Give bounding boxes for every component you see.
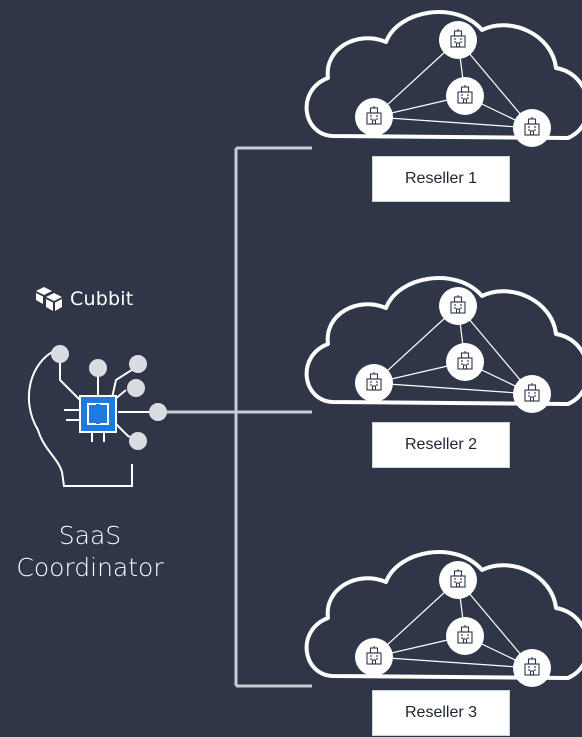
reseller-label-2: Reseller 2 xyxy=(372,422,510,468)
connector-lines xyxy=(165,146,312,688)
cubbit-logo-icon xyxy=(36,287,62,311)
reseller-cloud-3 xyxy=(307,552,582,687)
coordinator-label-line1: SaaS xyxy=(58,521,122,550)
reseller-label-3: Reseller 3 xyxy=(372,690,510,736)
coordinator-label-line2: Coordinator xyxy=(16,553,164,582)
brand-name: Cubbit xyxy=(70,288,134,310)
brand: Cubbit xyxy=(34,284,133,314)
reseller-label-1: Reseller 1 xyxy=(372,156,510,202)
reseller-cloud-2 xyxy=(307,278,582,413)
coordinator-label: SaaS Coordinator xyxy=(0,520,180,584)
reseller-cloud-1 xyxy=(307,12,582,147)
brain-chip-icon xyxy=(27,345,167,487)
